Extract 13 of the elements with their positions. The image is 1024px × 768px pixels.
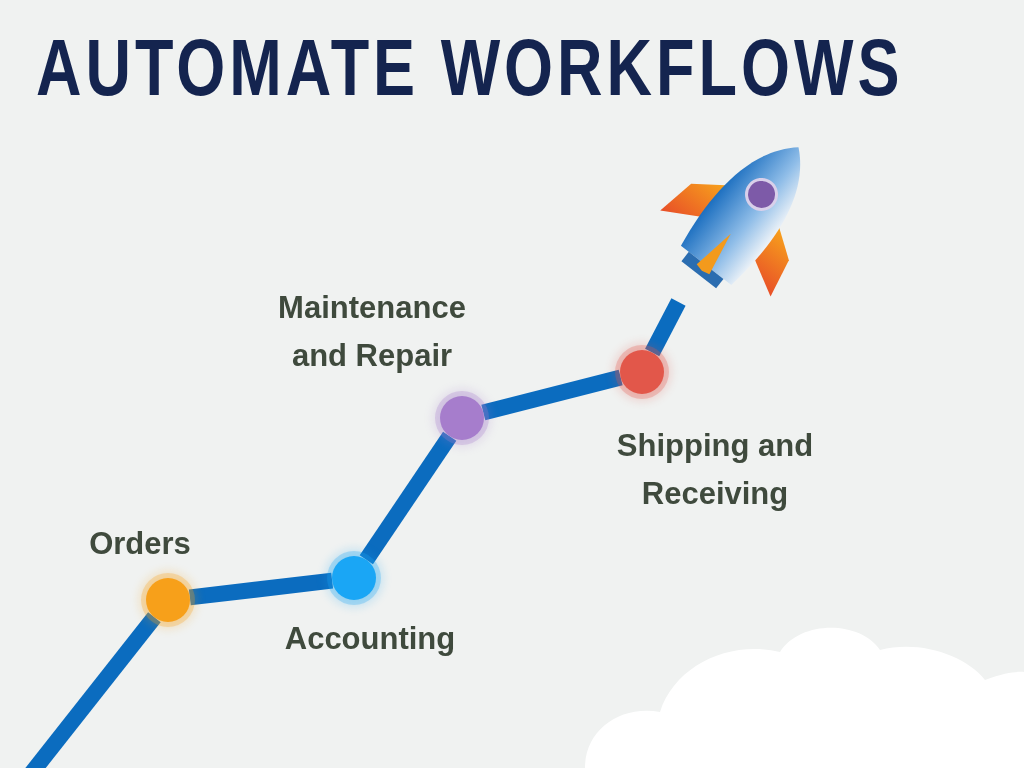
connector-line xyxy=(23,612,161,768)
connector-line xyxy=(188,572,334,606)
milestone-dot xyxy=(620,350,664,394)
step-label: Shipping and Receiving xyxy=(615,427,815,513)
step-label: Maintenance and Repair xyxy=(277,289,467,375)
step-label: Accounting xyxy=(283,620,457,658)
connector-line xyxy=(481,369,623,421)
milestone-dot xyxy=(440,396,484,440)
title: AUTOMATE WORKFLOWS xyxy=(36,22,904,112)
milestone-dot xyxy=(146,578,190,622)
step-label: Orders xyxy=(88,525,192,563)
milestone-dot xyxy=(332,556,376,600)
connector-line xyxy=(359,431,457,565)
